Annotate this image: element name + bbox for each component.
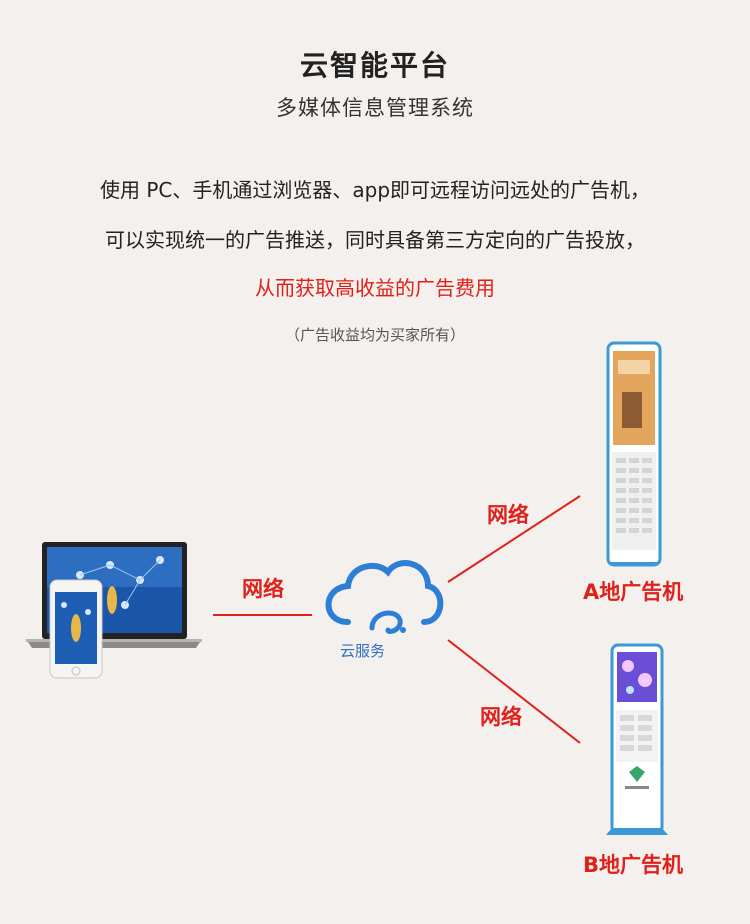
revenue-note: （广告收益均为买家所有） — [284, 326, 465, 344]
network-label-kiosk-b: 网络 — [480, 705, 522, 729]
kiosk-a-label: A地广告机 — [583, 580, 684, 604]
description-line-2: 可以实现统一的广告推送，同时具备第三方定向的广告投放， — [105, 228, 645, 252]
page-subtitle: 多媒体信息管理系统 — [276, 96, 474, 120]
network-label-device: 网络 — [242, 577, 284, 601]
kiosk-a-icon — [606, 341, 662, 567]
cloud-service-icon — [325, 560, 444, 635]
description-highlight: 从而获取高收益的广告费用 — [255, 276, 495, 300]
network-label-kiosk-a: 网络 — [487, 503, 529, 527]
page-title: 云智能平台 — [299, 49, 450, 82]
link-cloud-to-kiosk-a — [447, 495, 581, 583]
smartphone-icon — [49, 579, 103, 679]
cloud-service-label: 云服务 — [340, 642, 386, 660]
description-line-1: 使用 PC、手机通过浏览器、app即可远程访问远处的广告机， — [99, 178, 651, 202]
kiosk-b-icon — [606, 643, 668, 835]
link-cloud-to-kiosk-b — [447, 639, 581, 744]
kiosk-b-label: B地广告机 — [583, 853, 684, 877]
